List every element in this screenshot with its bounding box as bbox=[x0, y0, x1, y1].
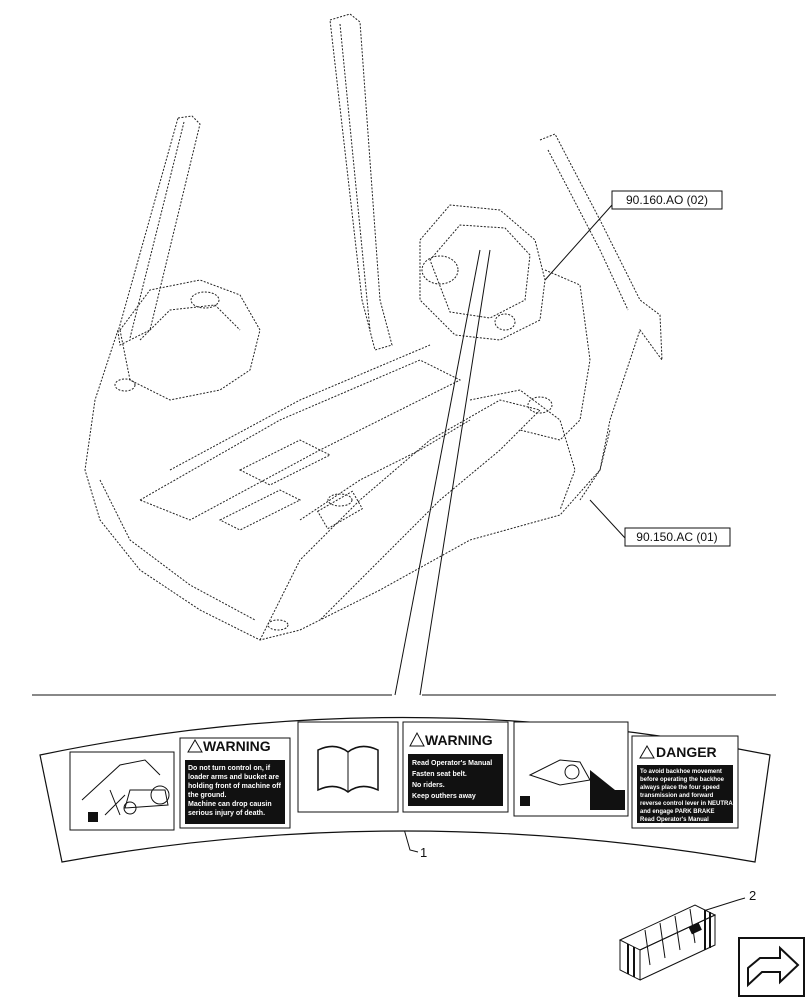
svg-text:reverse control lever in NEUTR: reverse control lever in NEUTRAL bbox=[640, 801, 737, 807]
cab-frame-illustration bbox=[84, 13, 663, 641]
svg-text:Keep outhers away: Keep outhers away bbox=[412, 793, 476, 800]
warning-panel-1: WARNING Do not turn control on, if loade… bbox=[179, 737, 291, 829]
svg-text:Machine can drop causin: Machine can drop causin bbox=[188, 801, 272, 808]
svg-text:loader arms and bucket are: loader arms and bucket are bbox=[188, 774, 279, 781]
warning-triangle-icon bbox=[409, 731, 425, 747]
svg-text:Read Operator's Manual: Read Operator's Manual bbox=[640, 817, 709, 823]
crate-icon bbox=[618, 904, 717, 981]
warning-triangle-icon bbox=[187, 739, 203, 753]
ref-callout-top[interactable]: 90.160.AO (02) bbox=[611, 190, 723, 210]
svg-text:holding front of machine off: holding front of machine off bbox=[188, 783, 282, 790]
svg-text:before operating the backhoe: before operating the backhoe bbox=[640, 777, 725, 783]
svg-text:the ground.: the ground. bbox=[188, 792, 227, 799]
item-number-2: 2 bbox=[749, 888, 756, 903]
svg-text:90.150.AC (01): 90.150.AC (01) bbox=[636, 530, 717, 544]
svg-text:always place the four speed: always place the four speed bbox=[640, 785, 720, 791]
danger-panel: DANGER To avoid backhoe movement before … bbox=[631, 735, 739, 829]
svg-text:WARNING: WARNING bbox=[425, 732, 493, 748]
svg-text:Fasten seat belt.: Fasten seat belt. bbox=[412, 771, 467, 778]
svg-text:transmission and forward: transmission and forward bbox=[640, 793, 714, 799]
item-number-1: 1 bbox=[420, 845, 427, 860]
backhoe-machine-icon bbox=[69, 751, 175, 831]
svg-text:To avoid backhoe movement: To avoid backhoe movement bbox=[640, 769, 722, 775]
navigation-arrow-icon[interactable] bbox=[738, 937, 805, 997]
svg-text:90.160.AO (02): 90.160.AO (02) bbox=[626, 193, 708, 207]
warning-decal: WARNING Do not turn control on, if loade… bbox=[39, 716, 771, 863]
svg-text:No riders.: No riders. bbox=[412, 782, 445, 789]
svg-text:and engage PARK BRAKE: and engage PARK BRAKE bbox=[640, 809, 715, 815]
svg-text:Do not turn control on, if: Do not turn control on, if bbox=[188, 765, 271, 772]
backhoe-digging-icon bbox=[513, 721, 629, 817]
leader-lines bbox=[32, 204, 776, 913]
manual-book-icon bbox=[297, 721, 399, 813]
ref-callout-bottom[interactable]: 90.150.AC (01) bbox=[624, 527, 731, 547]
danger-triangle-icon bbox=[639, 745, 655, 759]
svg-text:DANGER: DANGER bbox=[656, 744, 717, 760]
svg-text:WARNING: WARNING bbox=[203, 738, 271, 754]
svg-text:Read Operator's Manual: Read Operator's Manual bbox=[412, 760, 492, 767]
warning-panel-2: WARNING Read Operator's Manual Fasten se… bbox=[402, 721, 509, 813]
svg-text:serious injury of death.: serious injury of death. bbox=[188, 810, 265, 817]
